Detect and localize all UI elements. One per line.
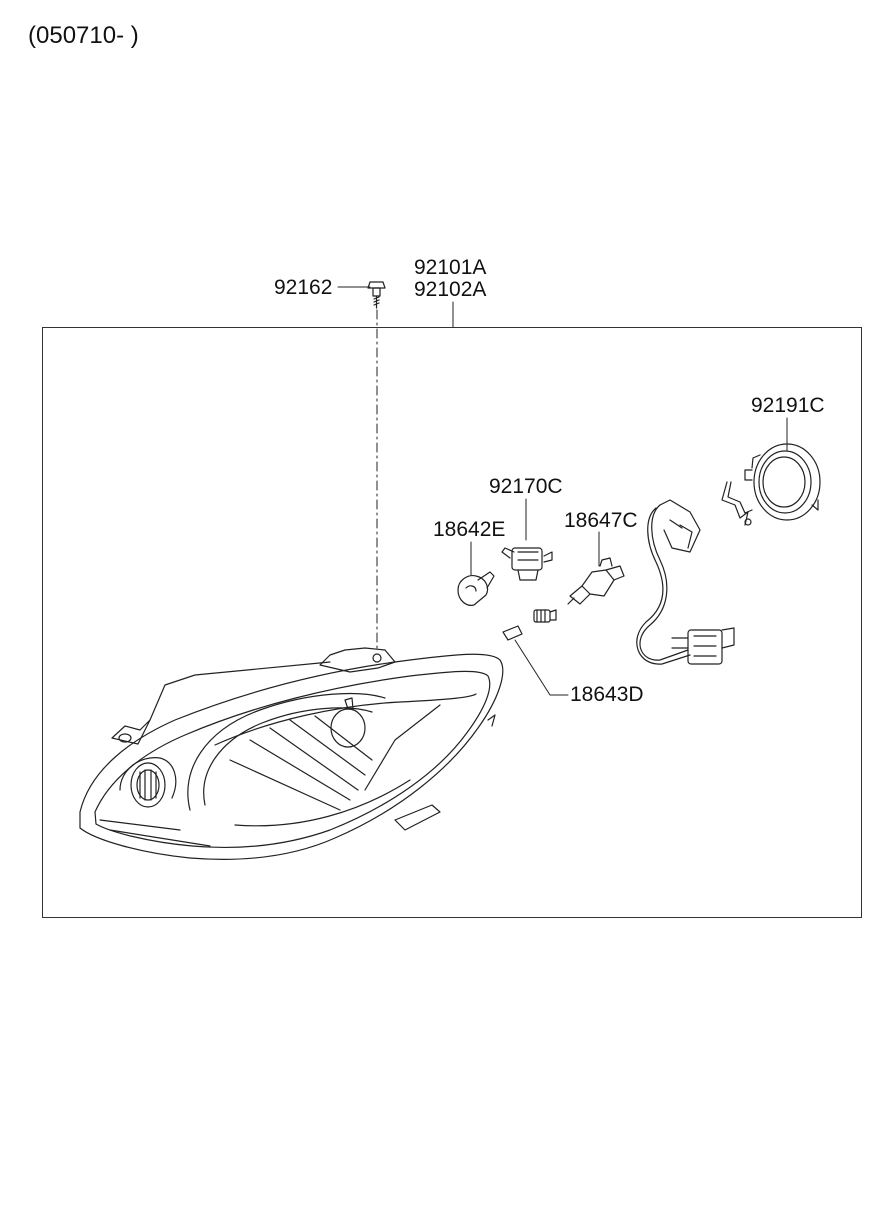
part-label-18647C[interactable]: 18647C [564, 509, 638, 532]
date-code-label: (050710- ) [28, 22, 139, 49]
headlamp-bulb-icon [567, 557, 625, 605]
part-label-92191C[interactable]: 92191C [751, 394, 825, 417]
wire-clip-icon [721, 481, 753, 526]
part-label-92170C[interactable]: 92170C [489, 475, 563, 498]
part-label-18642E[interactable]: 18642E [433, 518, 506, 541]
position-bulb-icon [502, 625, 523, 641]
wiring-harness-icon [636, 499, 735, 665]
position-bulb-socket-icon [533, 609, 557, 623]
part-label-92162[interactable]: 92162 [274, 276, 333, 299]
headlamp-assembly-icon [79, 647, 504, 860]
assembly-frame [42, 327, 862, 918]
leader-lines [337, 286, 788, 696]
part-label-18643D[interactable]: 18643D [570, 683, 644, 706]
retaining-ring-icon [744, 443, 821, 521]
part-label-92101A[interactable]: 92101A [414, 256, 487, 279]
turn-bulb-icon [457, 571, 495, 606]
bulb-socket-icon [501, 547, 553, 581]
part-label-92102A[interactable]: 92102A [414, 278, 487, 301]
screw-icon [367, 281, 386, 309]
